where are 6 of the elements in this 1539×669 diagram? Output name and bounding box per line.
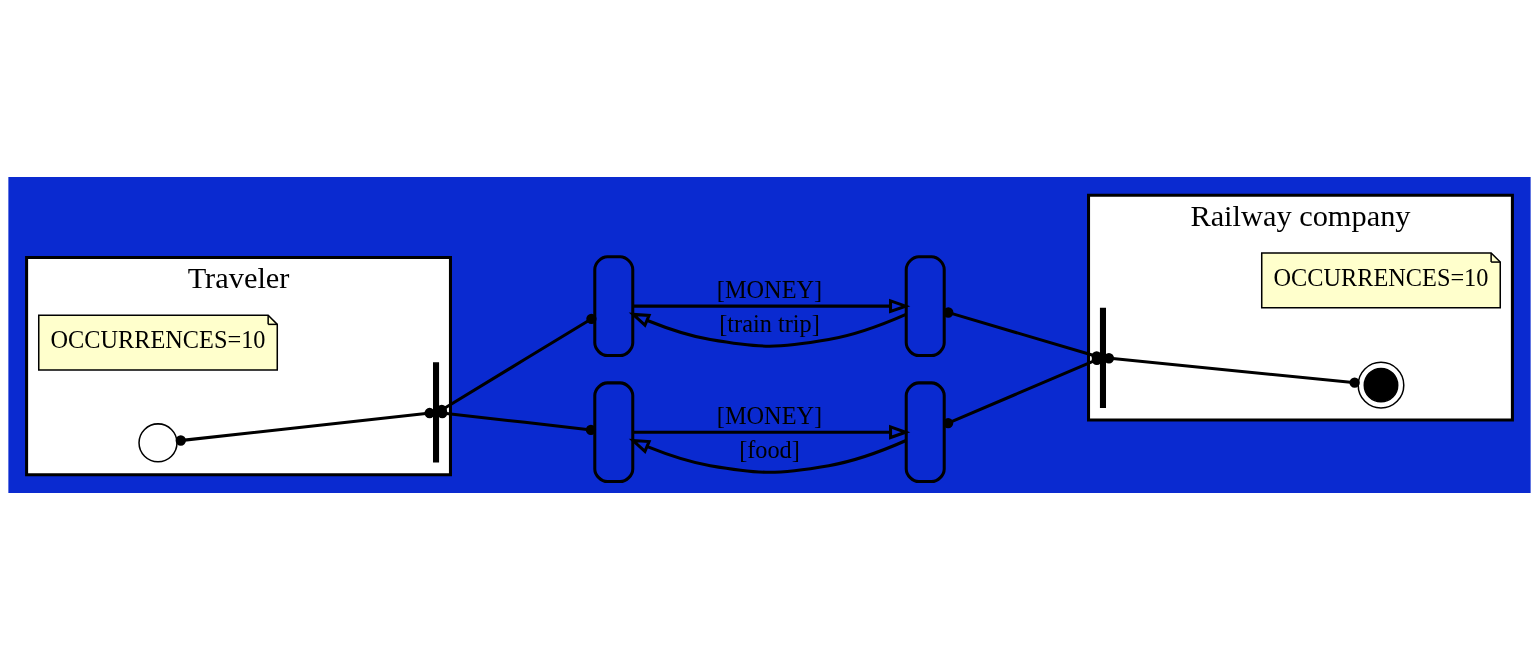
edge-label: [train trip] — [719, 309, 820, 337]
node-label: OCCURRENCES=10 — [1273, 263, 1489, 291]
edge-label: [MONEY] — [716, 401, 823, 429]
edge-label: [food] — [739, 435, 800, 463]
edge-label: [MONEY] — [716, 275, 823, 303]
node-label: OCCURRENCES=10 — [50, 325, 266, 353]
